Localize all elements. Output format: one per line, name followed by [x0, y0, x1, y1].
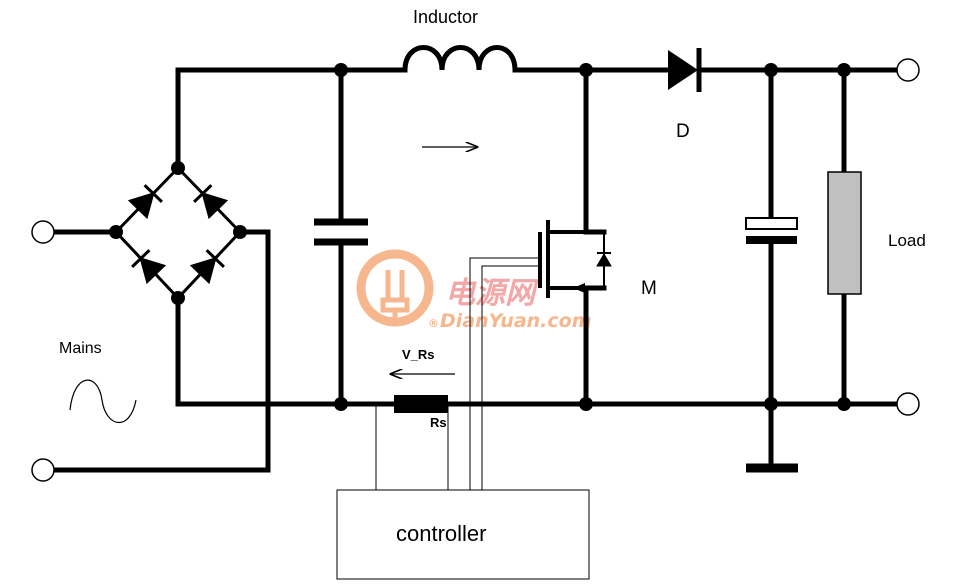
junction-dots	[109, 63, 851, 411]
inductor-label: Inductor	[413, 7, 478, 27]
junction-dot	[171, 161, 185, 175]
ac-sine-icon	[69, 379, 137, 424]
input-capacitor-icon	[314, 218, 368, 246]
bridge-rectifier	[113, 165, 243, 301]
watermark: 电源网 ® DianYuan.com	[356, 249, 592, 332]
mains-label: Mains	[59, 340, 102, 357]
bridge-diode-1-icon	[127, 184, 163, 220]
bridge-diode-2-icon	[193, 184, 229, 220]
junction-dot	[109, 225, 123, 239]
output-diode-icon	[668, 48, 702, 92]
junction-dot	[837, 397, 851, 411]
junction-dot	[334, 397, 348, 411]
junction-dot	[233, 225, 247, 239]
control-wires	[375, 257, 540, 490]
junction-dot	[764, 397, 778, 411]
mosfet-label: M	[641, 278, 657, 299]
junction-dot	[171, 291, 185, 305]
mosfet-icon	[538, 220, 612, 298]
output-terminal-bottom	[896, 392, 920, 416]
output-capacitor-icon	[745, 217, 798, 244]
junction-dot	[837, 63, 851, 77]
sense-voltage-label: V_Rs	[402, 347, 435, 362]
diode-label: D	[676, 121, 690, 142]
inductor-coil-icon	[402, 45, 518, 71]
junction-dot	[334, 63, 348, 77]
terminals	[31, 58, 920, 482]
mains-terminal-top	[31, 220, 55, 244]
controller-box	[336, 489, 590, 580]
mains-terminal-bottom	[31, 458, 55, 482]
junction-dot	[579, 63, 593, 77]
junction-dot	[764, 63, 778, 77]
sense-resistor-label: Rs	[430, 415, 447, 430]
bridge-diode-4-icon	[189, 249, 225, 285]
sense-resistor-icon	[394, 395, 448, 413]
junction-dot	[579, 397, 593, 411]
load-label: Load	[888, 231, 926, 250]
watermark-registered: ®	[428, 317, 439, 330]
watermark-cn-text: 电源网	[445, 276, 539, 311]
output-terminal-top	[896, 58, 920, 82]
power-wires	[51, 67, 901, 473]
controller-label: controller	[396, 521, 486, 546]
bridge-diode-3-icon	[131, 249, 167, 285]
watermark-domain-text: DianYuan.com	[440, 310, 592, 332]
bridge-diode-icons	[127, 184, 229, 285]
load-resistor-icon	[827, 171, 862, 295]
